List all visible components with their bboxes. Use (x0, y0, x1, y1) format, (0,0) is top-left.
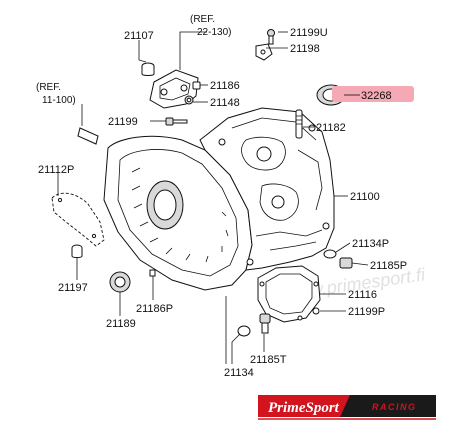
label-21198: 21198 (290, 43, 320, 55)
highlight-32268 (332, 86, 414, 102)
bolt-21199 (165, 117, 188, 126)
part-labels: 21107 (REF. 22-130) 21199U 21198 32268 (… (36, 14, 407, 379)
plug-21186 (192, 81, 201, 90)
label-32268: 32268 (361, 90, 392, 102)
label-21148: 21148 (210, 97, 240, 109)
stud-21182 (295, 109, 303, 139)
label-21186: 21186 (210, 80, 240, 92)
leader-lines (57, 31, 369, 364)
label-21189: 21189 (106, 318, 136, 330)
bolt-21199U (267, 29, 275, 45)
svg-text:PrimeSport: PrimeSport (268, 400, 340, 416)
label-21185P: 21185P (370, 260, 407, 272)
o-ring-21134P (323, 249, 337, 259)
gasket-21112P (51, 192, 105, 247)
oil-pan-21116 (257, 265, 321, 323)
o-ring-21134 (237, 325, 251, 337)
svg-text:RACING: RACING (372, 402, 417, 412)
label-21112P: 21112P (38, 164, 74, 176)
label-ref-22-130-line1: (REF. (190, 14, 215, 25)
label-ref-22-130-line2: 22-130) (197, 27, 231, 38)
bolt-21199P (312, 307, 320, 315)
label-21182: 21182 (316, 122, 346, 134)
plug-21197 (71, 244, 83, 258)
label-21199U: 21199U (290, 27, 328, 39)
bracket-21198 (255, 43, 273, 61)
plug-21185P (339, 257, 353, 269)
label-21134P: 21134P (352, 238, 389, 250)
primesport-racing-logo: PrimeSport RACING (258, 395, 436, 420)
label-21116: 21116 (348, 289, 377, 301)
bushing-21107 (141, 62, 155, 76)
transaxle-case (103, 107, 335, 291)
plug-21148 (184, 95, 194, 105)
bolt-21185T (259, 313, 271, 334)
label-21185T: 21185T (250, 354, 287, 366)
label-ref-11-100-line1: (REF. (36, 82, 61, 93)
label-21199: 21199 (108, 116, 138, 128)
label-21199P: 21199P (348, 306, 385, 318)
label-ref-11-100-line2: 11-100) (42, 95, 76, 106)
label-21134: 21134 (224, 367, 254, 379)
pin-21186P (149, 269, 156, 277)
label-21107: 21107 (124, 30, 154, 42)
pin-ref-11-100 (77, 127, 99, 145)
label-21186P: 21186P (136, 303, 173, 315)
label-21197: 21197 (58, 282, 88, 294)
label-21100: 21100 (350, 191, 380, 203)
cap-21189 (109, 271, 131, 293)
